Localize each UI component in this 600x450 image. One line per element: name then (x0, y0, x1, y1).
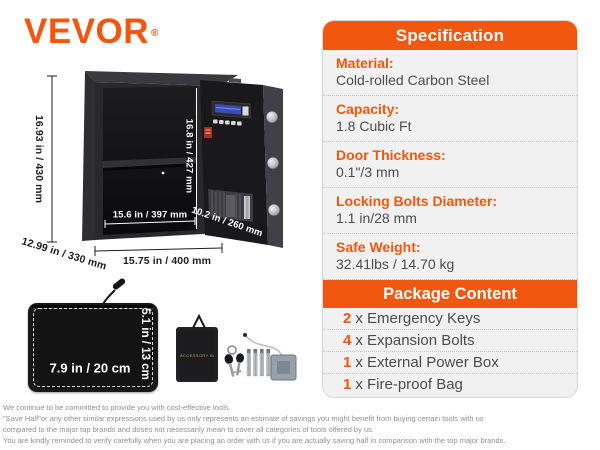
door-hinge (229, 78, 241, 83)
power-box-graphic (243, 333, 297, 381)
spec-door-thickness: Door Thickness: 0.1"/3 mm (323, 142, 577, 188)
keypad-display (215, 104, 241, 115)
dim-interior-width: 15.6 in / 397 mm (112, 209, 188, 221)
vevor-logo-text: VEVOR (24, 12, 150, 51)
zipper-pull-icon (101, 278, 126, 307)
zipper (32, 305, 154, 308)
spec-capacity: Capacity: 1.8 Cubic Ft (323, 96, 577, 142)
disclaimer-line: "Save Half"or any other similar expressi… (3, 413, 484, 423)
spec-label: Safe Weight: (336, 239, 421, 255)
locking-bolt-icon (266, 156, 280, 170)
spec-label: Material: (336, 55, 394, 71)
item-qty: 1 (343, 376, 352, 393)
safe-graphic (47, 71, 283, 256)
locking-bolt-icon (267, 203, 281, 217)
safe-shelf (103, 157, 197, 168)
fireproof-bag-graphic: 7.9 in / 20 cm 5.1 in / 13 cm (28, 278, 158, 392)
spec-value: 0.1"/3 mm (336, 164, 400, 180)
bag-width-label: 7.9 in / 20 cm (49, 360, 131, 376)
spec-material: Material: Cold-rolled Carbon Steel (323, 50, 577, 96)
spec-panel: Specification Material: Cold-rolled Carb… (322, 20, 578, 398)
vevor-logo: VEVOR® (24, 12, 159, 51)
warning-sticker (204, 127, 212, 138)
item-qty: 2 (343, 310, 352, 327)
keypad-buttons (213, 119, 242, 126)
dimension-lines (47, 75, 223, 256)
spec-locking-bolts-diameter: Locking Bolts Diameter: 1.1 in/28 mm (323, 188, 577, 234)
safe-left-face (82, 71, 95, 241)
interior-dot (161, 171, 165, 175)
item-name: x External Power Box (355, 354, 499, 371)
item-qty: 1 (343, 354, 352, 371)
safe-top-face (85, 71, 238, 86)
disclaimer-line: compared to the major top brands and dos… (3, 424, 374, 434)
disclaimer-text: We continue to be committed to provide y… (3, 403, 598, 447)
item-name: x Fire-proof Bag (355, 376, 463, 393)
dim-interior-height: 16.8 in / 427 mm (183, 118, 195, 194)
package-content-title: Package Content (323, 280, 577, 308)
expansion-bolts-graphic (246, 349, 271, 377)
key-cover (242, 106, 249, 116)
power-plug (243, 333, 247, 337)
spec-label: Locking Bolts Diameter: (336, 193, 498, 209)
spec-value: Cold-rolled Carbon Steel (336, 72, 490, 88)
emergency-keys-graphic (224, 345, 245, 377)
item-name: x Expansion Bolts (355, 332, 475, 349)
interior-width-line (104, 220, 196, 225)
pouch-label: ACCESSORY BAG (180, 353, 214, 358)
bag-stitching (33, 308, 153, 387)
dim-safe-height: 16.93 in / 430 mm (33, 114, 45, 204)
spec-value: 1.8 Cubic Ft (336, 118, 412, 134)
locking-bolt-icon (265, 110, 279, 124)
spec-value: 32.41lbs / 14.70 kg (336, 256, 455, 272)
spec-label: Door Thickness: (336, 147, 446, 163)
spec-panel-title: Specification (323, 21, 577, 50)
accessory-pouch-graphic: ACCESSORY BAG (176, 314, 218, 382)
bag-height-label: 5.1 in / 13 cm (139, 308, 151, 380)
power-cable (245, 335, 283, 357)
item-qty: 4 (343, 332, 352, 349)
safe-product-illustration: 16.93 in / 430 mm 12.99 in / 330 mm 15.7… (20, 55, 320, 295)
spec-value: 1.1 in/28 mm (336, 210, 417, 226)
dim-safe-width: 15.75 in / 400 mm (122, 255, 212, 267)
disclaimer-line: We continue to be committed to provide y… (3, 403, 231, 412)
pouch-loop-icon (192, 314, 206, 328)
spec-label: Capacity: (336, 101, 400, 117)
registered-trademark-icon: ® (151, 28, 159, 39)
disclaimer-line: You are kindly reminded to verify carefu… (3, 435, 506, 445)
item-name: x Emergency Keys (355, 310, 481, 327)
spec-safe-weight: Safe Weight: 32.41lbs / 14.70 kg (323, 234, 577, 280)
